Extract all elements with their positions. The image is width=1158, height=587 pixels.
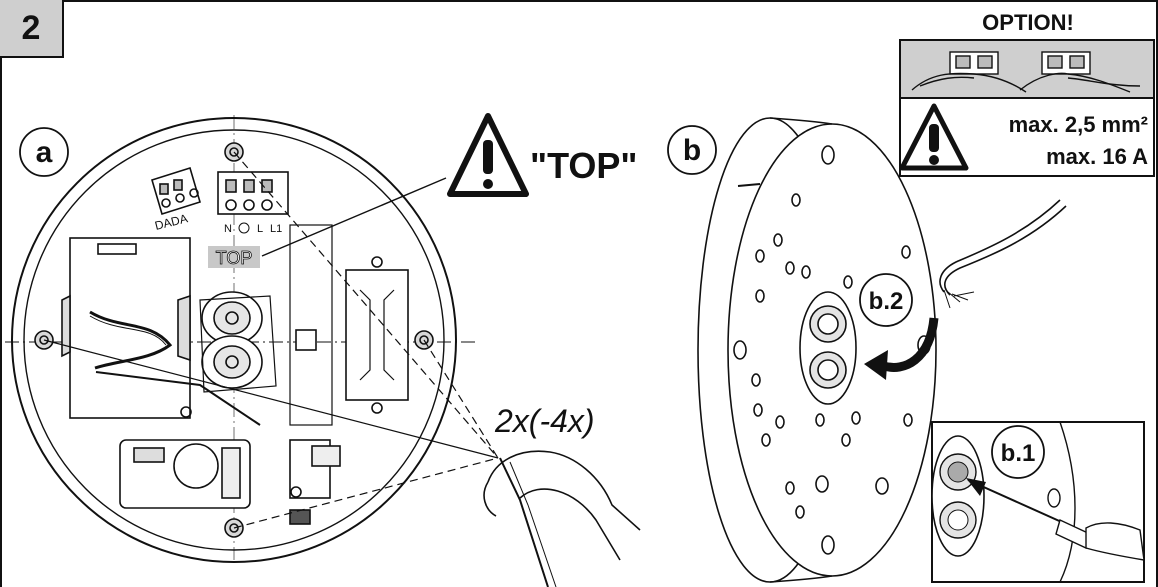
- panel-b-label: b: [683, 134, 701, 167]
- wago-connector-icon: [911, 51, 1141, 93]
- callout-b2-label: b.2: [869, 288, 904, 315]
- top-marking: TOP: [216, 248, 253, 268]
- warning-top-text: "TOP": [530, 145, 638, 186]
- panel-b-circle: b: [667, 125, 717, 175]
- push-arrow-icon: [966, 478, 986, 496]
- terminal-label-l: L: [257, 223, 263, 235]
- terminal-block-dada: [151, 166, 201, 216]
- callout-b1-label: b.1: [1001, 440, 1036, 467]
- option-max-current: max. 16 A: [1046, 144, 1148, 169]
- option-title: OPTION!: [982, 10, 1074, 35]
- hand-screwdriver: [483, 450, 641, 587]
- panel-b: [697, 117, 1067, 583]
- top-marking-bg: [208, 246, 260, 268]
- option-max-cross-section: max. 2,5 mm²: [1009, 112, 1148, 137]
- step-number: 2: [0, 0, 64, 58]
- option-box: OPTION! max. 2,5 mm² max. 16 A: [899, 10, 1155, 177]
- panel-a: [5, 115, 641, 587]
- inset-b1: b.1: [931, 421, 1145, 583]
- terminal-label-n: N: [224, 223, 232, 235]
- hand-icon: [1085, 522, 1145, 561]
- earth-icon: [238, 222, 250, 234]
- terminal-label-dada: DADA: [153, 211, 189, 233]
- terminal-block-mains: [217, 171, 289, 215]
- insert-arrow: [864, 317, 939, 380]
- callout-b2: b.2: [859, 273, 913, 327]
- warning-top: "TOP": [261, 113, 638, 257]
- callout-b1: b.1: [991, 425, 1045, 479]
- panel-a-label: a: [36, 136, 53, 169]
- terminal-label-l1: L1: [270, 223, 282, 235]
- panel-a-circle: a: [19, 127, 69, 177]
- screw-count-text: 2x(-4x): [494, 403, 595, 439]
